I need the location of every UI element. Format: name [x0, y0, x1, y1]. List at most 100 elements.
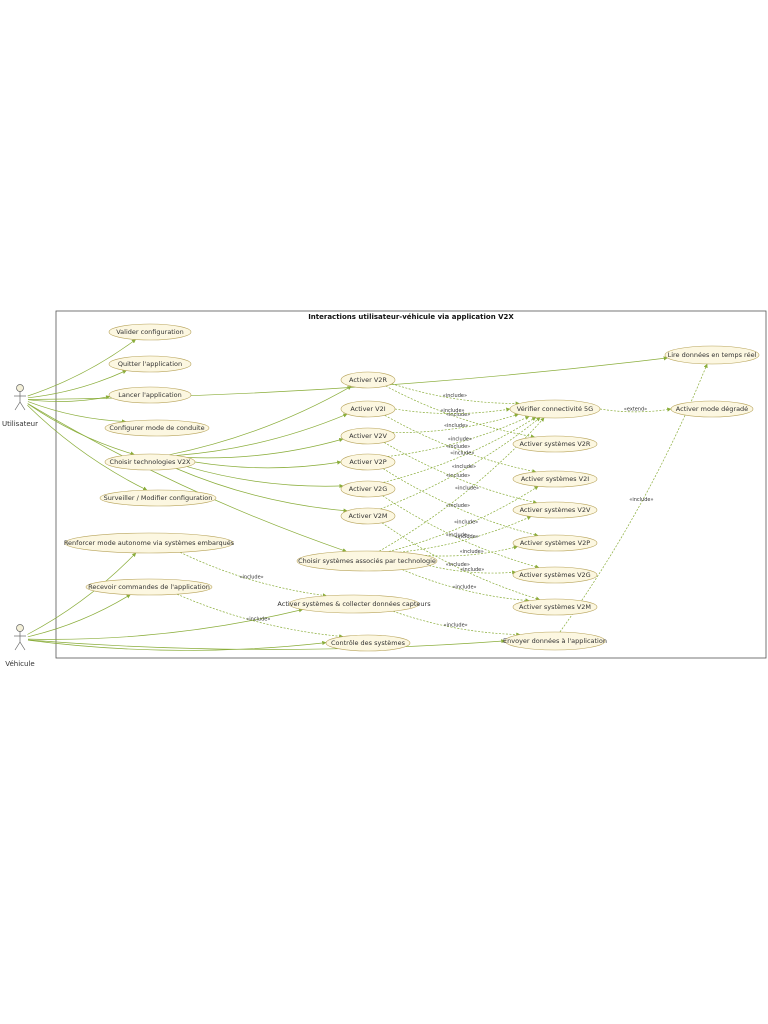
use-case-controle: Contrôle des systèmes [325, 634, 411, 652]
use-case-shape [340, 507, 396, 525]
relation-choisir_sys-sys_v2i [388, 486, 539, 552]
use-case-label: Envoyer données à l'application [503, 637, 607, 645]
relation-label-v2g-sys_v2g: «include» [446, 532, 470, 538]
relation-label-renforcer-activer_collecter: «include» [239, 574, 263, 580]
use-case-label: Lire données en temps réel [668, 351, 757, 359]
use-case-sys_v2r: Activer systèmes V2R [512, 435, 598, 453]
use-case-verifier5g: Vérifier connectivité 5G [509, 399, 601, 419]
relation-label-v2r-verifier5g: «include» [443, 393, 467, 399]
relation-choisir_sys-sys_v2p [425, 545, 518, 557]
relation-v2m-verifier5g [380, 417, 541, 510]
relation-label-v2v-verifier5g: «include» [444, 423, 468, 429]
relation-choisir_sys-verifier5g [379, 417, 545, 552]
use-case-label: Activer V2G [349, 485, 387, 493]
use-case-degrade: Activer mode dégradé [670, 400, 754, 418]
use-case-choisir_sys: Choisir systèmes associés par technologi… [296, 550, 438, 572]
use-case-activer_collecter: Activer systèmes & collecter données cap… [277, 594, 431, 614]
use-case-shape [504, 631, 606, 651]
relation-v2g-verifier5g [383, 416, 537, 483]
use-case-label: Activer systèmes V2I [521, 475, 589, 483]
relation-vehicle-envoyer [27, 639, 506, 650]
use-case-shape [340, 480, 396, 498]
use-case-label: Surveiller / Modifier configuration [104, 494, 213, 502]
use-case-sys_v2g: Activer systèmes V2G [512, 566, 598, 584]
use-case-shape [512, 435, 598, 453]
use-case-label: Activer mode dégradé [676, 405, 748, 413]
use-case-shape [664, 345, 760, 365]
relation-user-choisir_tech [27, 403, 135, 456]
relation-label-activer_collecter-envoyer: «include» [443, 623, 467, 629]
use-case-quitter: Quitter l'application [108, 355, 192, 373]
relation-label-envoyer-lire: «include» [629, 497, 653, 503]
relation-v2v-sys_v2v [384, 442, 538, 505]
relation-label-v2i-sys_v2i: «include» [446, 444, 470, 450]
use-case-shape [64, 532, 234, 554]
relation-choisir_sys-sys_v2g [429, 565, 517, 575]
use-case-v2r: Activer V2R [340, 371, 396, 389]
relation-label-verifier5g-degrade: «extend» [624, 406, 647, 412]
use-case-shape [108, 355, 192, 373]
use-case-shape [512, 501, 598, 519]
use-case-label: Configurer mode de conduite [109, 424, 204, 432]
relation-v2i-verifier5g [394, 407, 511, 414]
use-case-choisir_tech: Choisir technologies V2X [104, 453, 196, 471]
use-case-shape [108, 386, 192, 404]
use-case-shape [512, 534, 598, 552]
use-case-lancer: Lancer l'application [108, 386, 192, 404]
relation-label-v2m-verifier5g: «include» [452, 464, 476, 470]
relation-label-choisir_sys-sys_v2p: «include» [460, 549, 484, 555]
use-case-shape [340, 427, 396, 445]
relation-label-v2p-verifier5g: «include» [448, 437, 472, 443]
relation-label-choisir_sys-sys_v2v: «include» [455, 534, 479, 540]
relation-v2g-sys_v2g [382, 495, 540, 569]
use-case-sys_v2v: Activer systèmes V2V [512, 501, 598, 519]
use-case-shape [99, 489, 217, 507]
relation-vehicle-controle [27, 639, 327, 651]
system-boundary [55, 310, 767, 659]
relation-v2m-sys_v2m [381, 522, 541, 601]
actor-label: Véhicule [5, 660, 34, 668]
actor-user: Utilisateur [2, 384, 38, 428]
use-case-renforcer: Renforcer mode autonome via systèmes emb… [64, 532, 235, 554]
relation-vehicle-activer_collecter [27, 608, 304, 640]
use-case-shape [288, 594, 420, 614]
relation-label-v2m-sys_v2m: «include» [446, 562, 470, 568]
use-case-shape [512, 566, 598, 584]
use-case-surveiller: Surveiller / Modifier configuration [99, 489, 217, 507]
use-case-v2v: Activer V2V [340, 427, 396, 445]
relation-v2i-sys_v2i [384, 414, 537, 474]
use-case-shape [325, 634, 411, 652]
use-case-label: Contrôle des systèmes [331, 639, 406, 647]
use-case-envoyer: Envoyer données à l'application [503, 631, 607, 651]
relation-label-choisir_sys-sys_v2i: «include» [454, 519, 478, 525]
relation-v2r-verifier5g [391, 383, 520, 406]
use-case-shape [509, 399, 601, 419]
relation-user-surveiller [27, 405, 148, 491]
use-case-label: Activer systèmes & collecter données cap… [277, 600, 431, 608]
use-case-label: Activer V2I [350, 405, 385, 413]
relation-envoyer-lire [559, 363, 708, 633]
relation-choisir_sys-sys_v2v [399, 516, 532, 553]
use-case-label: Choisir technologies V2X [110, 458, 191, 466]
use-case-sys_v2m: Activer systèmes V2M [512, 598, 598, 616]
use-case-sys_v2p: Activer systèmes V2P [512, 534, 598, 552]
relation-vehicle-renforcer [27, 552, 137, 635]
use-case-label: Vérifier connectivité 5G [517, 405, 593, 413]
actor-leg-right [19, 401, 26, 411]
relation-choisir_tech-v2p [194, 460, 342, 469]
use-case-label: Activer V2R [349, 376, 387, 384]
relation-user-valider [27, 339, 137, 397]
use-case-lire: Lire données en temps réel [664, 345, 760, 365]
actor-leg-left [14, 401, 21, 411]
relation-choisir_sys-sys_v2m [402, 569, 530, 603]
relation-activer_collecter-envoyer [392, 610, 521, 637]
use-case-label: Quitter l'application [118, 360, 182, 368]
use-case-shape [108, 323, 192, 341]
relation-label-v2v-sys_v2v: «include» [446, 473, 470, 479]
use-case-shape [104, 453, 196, 471]
actor-vehicle: Véhicule [5, 624, 35, 668]
use-case-v2p: Activer V2P [340, 453, 396, 471]
